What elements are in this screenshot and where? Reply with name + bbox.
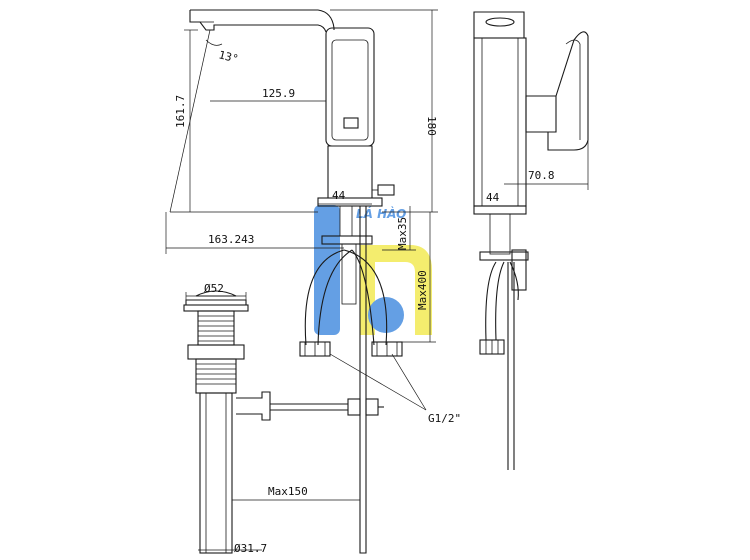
spout-height-label: 161.7 — [174, 95, 187, 128]
watermark-logo: LÁ HÀO — [314, 205, 432, 335]
dim-base-right: 44 — [474, 191, 526, 207]
spout-reach-label: 125.9 — [262, 87, 295, 100]
total-height-label: 180 — [425, 116, 438, 136]
max35-label: Max35 — [396, 217, 409, 250]
drain-pipe-label: Ø31.7 — [234, 542, 267, 555]
dim-max150: Max150 — [232, 485, 360, 501]
connector-label: G1/2" — [428, 412, 461, 425]
dim-base-left: 44 — [318, 189, 372, 205]
connector-callout: G1/2" — [329, 353, 461, 425]
dim-spout-height: 161.7 — [174, 29, 198, 212]
base-left-label: 44 — [332, 189, 346, 202]
faucet-profile-view — [473, 11, 589, 470]
dim-spout-reach: 125.9 — [210, 87, 327, 107]
watermark-yellow-arch — [360, 245, 432, 335]
lever-depth-label: 70.8 — [528, 169, 555, 182]
max400-label: Max400 — [416, 270, 429, 310]
dim-max400: Max400 — [402, 212, 436, 343]
dim-max35: Max35 — [382, 206, 416, 251]
overall-length-label: 163.243 — [208, 233, 254, 246]
drain-assembly — [183, 290, 384, 554]
max150-label: Max150 — [268, 485, 308, 498]
dim-drain-pipe: Ø31.7 — [198, 542, 267, 555]
drain-thread-lines — [198, 315, 234, 342]
base-right-label: 44 — [486, 191, 500, 204]
watermark-blue-bar — [314, 205, 340, 335]
drain-nut-lines — [196, 363, 236, 385]
faucet-side-view — [189, 9, 403, 470]
dim-lever-depth: 70.8 — [504, 140, 589, 190]
dim-drain-head: Ø52 — [185, 282, 247, 300]
watermark-text: LÁ HÀO — [356, 206, 406, 221]
dim-overall-length: 163.243 — [165, 211, 344, 254]
drain-head-label: Ø52 — [204, 282, 224, 295]
angle-label: 13° — [217, 48, 239, 65]
